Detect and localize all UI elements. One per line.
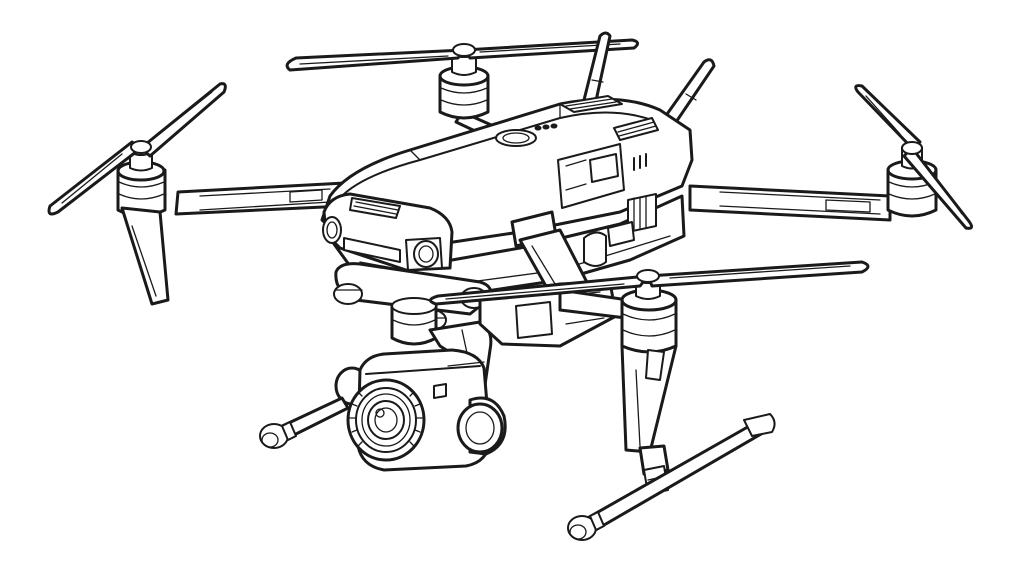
camera-lens-grip-ticks xyxy=(349,391,423,447)
back-right-propeller xyxy=(854,84,973,230)
front-left-sensor xyxy=(322,216,342,244)
side-indicator-marks xyxy=(633,153,647,171)
front-lower-sensor-bar xyxy=(343,237,401,263)
battery-level-leds xyxy=(534,123,558,131)
front-right-landing-leg xyxy=(620,344,678,454)
gimbal-yaw-motor xyxy=(390,297,438,346)
front-right-sensor xyxy=(405,237,443,271)
side-latch xyxy=(583,221,635,267)
left-antenna xyxy=(580,31,612,112)
back-left-landing-leg xyxy=(120,206,170,306)
back-center-propeller xyxy=(285,38,639,72)
side-display-panel xyxy=(557,143,625,209)
front-right-propeller xyxy=(429,260,870,306)
back-left-arm xyxy=(174,181,347,216)
top-vent-rear xyxy=(559,95,623,113)
left-landing-skid xyxy=(259,396,350,449)
front-landing-skid xyxy=(567,413,776,541)
gimbal-pitch-motor-right xyxy=(456,396,507,456)
camera-lens xyxy=(346,378,426,462)
back-right-arm xyxy=(688,184,892,222)
side-rear-vent xyxy=(627,193,657,233)
back-left-propeller xyxy=(47,82,227,216)
top-vent-right xyxy=(613,117,659,141)
top-power-button xyxy=(495,129,537,147)
